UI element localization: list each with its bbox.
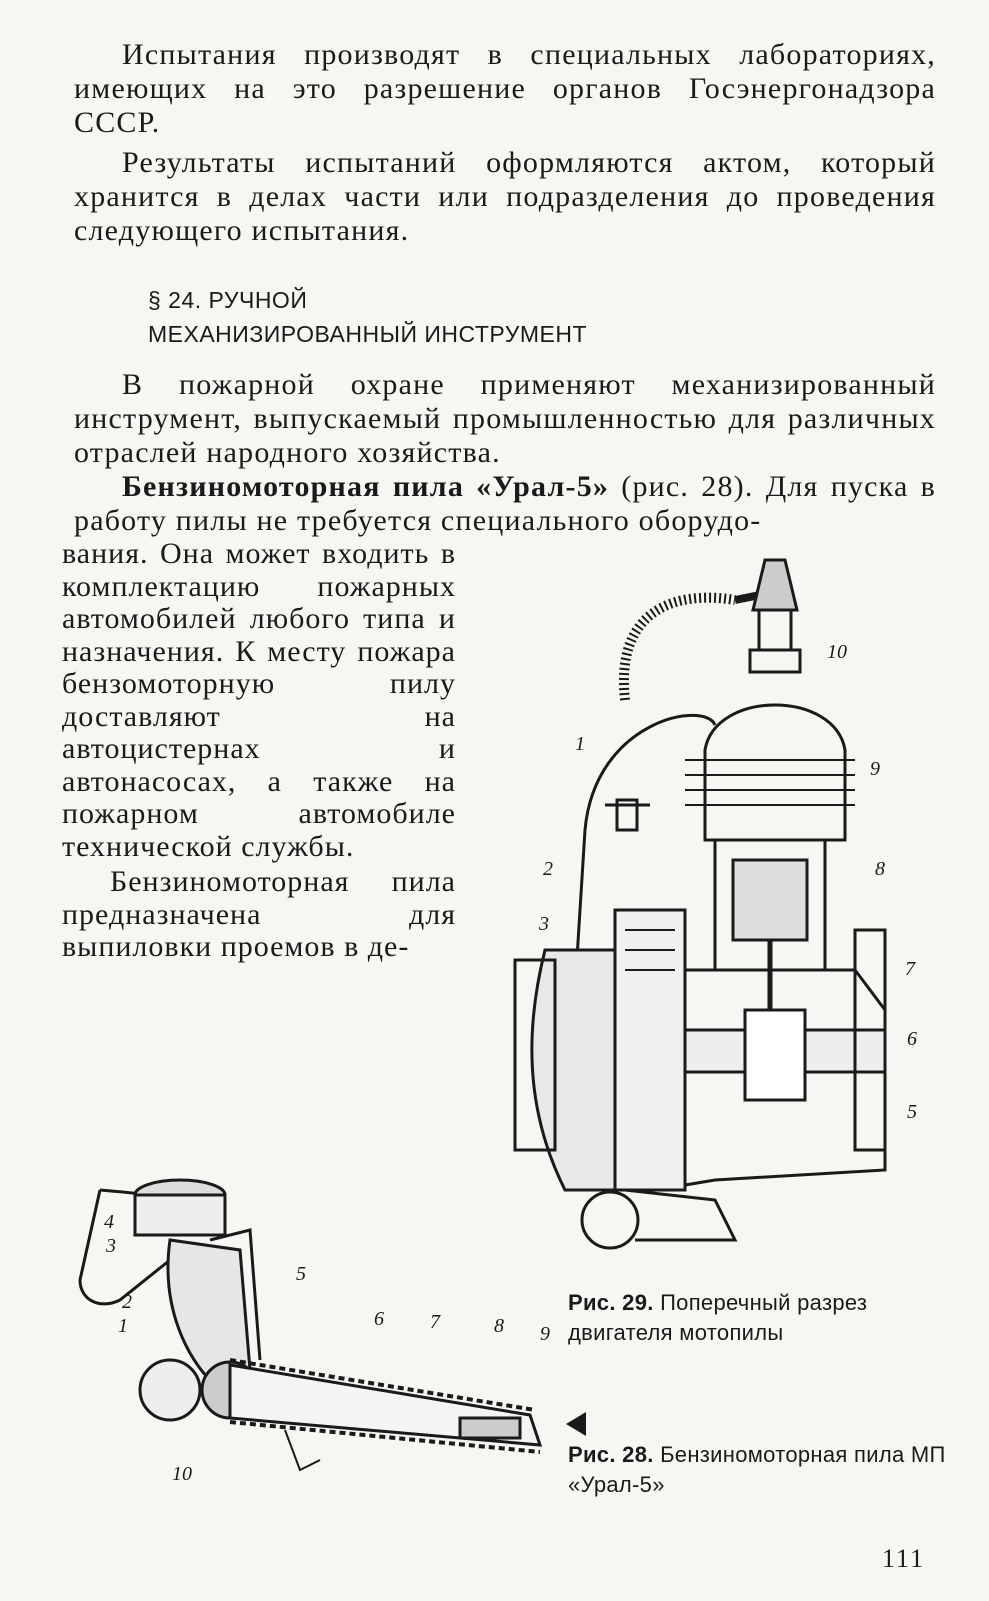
fig29-caption: Рис. 29. Поперечный разрез двигателя мот…: [568, 1288, 948, 1348]
fig28-caption: Рис. 28. Бензиномоторная пила МП «Урал-5…: [568, 1440, 948, 1500]
column-text-2: Бензиномоторная пила предназначена для в…: [62, 865, 456, 963]
fig28-callout-2: 2: [122, 1291, 132, 1313]
left-arrow-icon: [566, 1412, 586, 1436]
term-ural-saw: Бензиномоторная пила «Урал-5»: [122, 470, 610, 503]
fig28-callout-6: 6: [374, 1308, 384, 1330]
fig29-callout-10: 10: [827, 641, 847, 663]
fig28-callout-4: 4: [104, 1211, 114, 1233]
fig28-callout-3: 3: [105, 1235, 116, 1257]
fig29-callout-7: 7: [905, 958, 916, 980]
paragraph-test-results: Результаты испытаний оформляются актом, …: [74, 146, 936, 247]
column-text-1: вания. Она может входить в комплектацию …: [62, 537, 456, 863]
fig28-caption-label: Рис. 28.: [568, 1442, 654, 1467]
paragraph-testing-labs: Испытания производят в специальных лабор…: [74, 38, 936, 139]
chainsaw-figure: 1 2 3 4 5 6 7 8 9 10: [78, 1178, 550, 1485]
section-heading-line-1: § 24. РУЧНОЙ: [148, 287, 308, 313]
fig29-callout-3: 3: [538, 913, 549, 935]
section-heading-line-2: МЕХАНИЗИРОВАННЫЙ ИНСТРУМЕНТ: [148, 321, 588, 347]
fig29-callout-1: 1: [575, 733, 585, 755]
fig29-caption-label: Рис. 29.: [568, 1290, 654, 1315]
paragraph-ural-saw: Бензиномоторная пила «Урал-5» (рис. 28).…: [74, 470, 936, 538]
fig28-callout-9: 9: [540, 1323, 550, 1345]
fig29-callout-2: 2: [543, 858, 553, 880]
fig29-callout-5: 5: [907, 1101, 917, 1123]
paragraph-intro: В пожарной охране применяют механизирова…: [74, 368, 936, 469]
fig28-callout-8: 8: [494, 1315, 504, 1337]
section-heading: § 24. РУЧНОЙ МЕХАНИЗИРОВАННЫЙ ИНСТРУМЕНТ: [148, 283, 587, 351]
paragraph-ural-saw-text: (рис. 28). Для пуска в работу пилы не тр…: [74, 470, 937, 537]
engine-cross-section-figure: 1 2 3 4 5 6 7 8 9 10: [513, 558, 917, 1250]
fig28-callout-5: 5: [296, 1263, 306, 1285]
fig28-callout-7: 7: [430, 1311, 441, 1333]
fig28-caption-text: Бензиномоторная пила МП «Урал-5»: [568, 1442, 946, 1497]
page-number: 111: [882, 1544, 926, 1573]
fig28-callout-10: 10: [172, 1463, 192, 1485]
fig29-callout-9: 9: [870, 758, 880, 780]
fig28-callout-1: 1: [118, 1315, 128, 1337]
fig29-callout-6: 6: [907, 1028, 917, 1050]
fig29-callout-8: 8: [875, 858, 885, 880]
fig29-caption-text: Поперечный разрез двигателя мотопилы: [568, 1290, 868, 1345]
